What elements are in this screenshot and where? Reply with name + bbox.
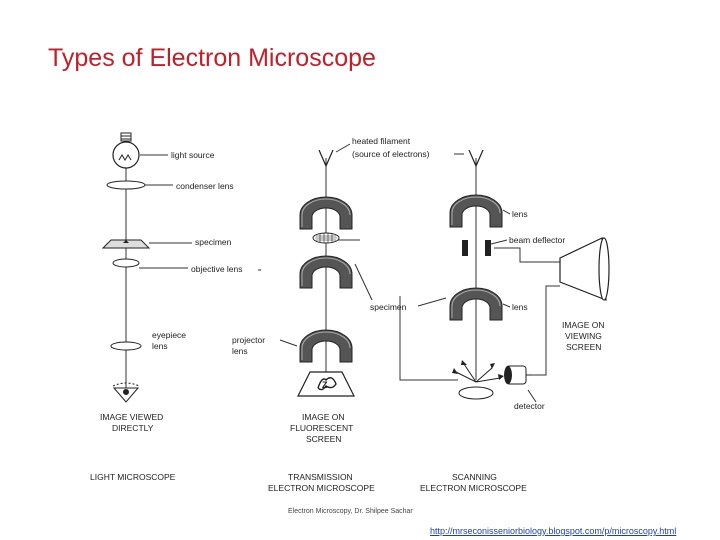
- sem-filament-icon: [468, 149, 484, 168]
- deflector-plate-right: [485, 240, 491, 256]
- light-specimen-label: specimen: [195, 237, 232, 247]
- viewing-screen-crt-icon: [559, 237, 610, 301]
- tem-filament-icon: [318, 149, 334, 168]
- deflector-wire: [494, 247, 560, 263]
- viewing-screen-label-line2: VIEWING: [565, 331, 602, 341]
- objective-lens-label: objective lens: [191, 264, 243, 274]
- eyepiece-lens: [110, 341, 142, 351]
- eyepiece-label-line1: eyepiece: [152, 330, 186, 340]
- specimen-shared-label: specimen: [370, 302, 407, 312]
- electron-source-label: (source of electrons): [352, 149, 430, 159]
- objective-lens: [112, 258, 140, 268]
- transmission-microscope: projector lens Z IMAGE ON FLUORESCENT SC…: [232, 149, 375, 493]
- slide-title: Types of Electron Microscope: [48, 44, 376, 72]
- detector-signal-wire: [532, 285, 560, 376]
- eyepiece-label-line2: lens: [152, 341, 168, 351]
- deflector-plate-left: [462, 240, 468, 256]
- projector-label-line1: projector: [232, 335, 265, 345]
- image-viewed-label-line1: IMAGE VIEWED: [100, 412, 163, 422]
- light-microscope-caption: LIGHT MICROSCOPE: [90, 472, 176, 482]
- light-bulb-icon: [112, 132, 140, 169]
- tem-caption-line2: ELECTRON MICROSCOPE: [268, 483, 375, 493]
- eye-icon: [112, 382, 140, 403]
- sem-lens-bottom-label: lens: [512, 302, 528, 312]
- tem-image-label-line3: SCREEN: [306, 434, 341, 444]
- tem-image-label-line1: IMAGE ON: [302, 412, 345, 422]
- specimen-link-line: [399, 296, 458, 381]
- tem-specimen-mesh-icon: [312, 232, 340, 244]
- sem-specimen-icon: [452, 360, 504, 400]
- sem-caption-line2: ELECTRON MICROSCOPE: [420, 483, 527, 493]
- tem-caption-line1: TRANSMISSION: [288, 472, 353, 482]
- scanning-microscope: lens beam deflector lens detector: [399, 149, 610, 493]
- fluorescent-screen: Z: [297, 371, 355, 397]
- viewing-screen-label-line1: IMAGE ON: [562, 320, 605, 330]
- detector-label: detector: [514, 401, 545, 411]
- beam-deflector-label: beam deflector: [509, 235, 565, 245]
- specimen-stage: [101, 239, 151, 249]
- tem-image-label-line2: FLUORESCENT: [290, 423, 353, 433]
- viewing-screen-label-line3: SCREEN: [566, 342, 601, 352]
- sem-lens-top-label: lens: [512, 209, 528, 219]
- projector-label-line2: lens: [232, 346, 248, 356]
- sem-caption-line1: SCANNING: [452, 472, 497, 482]
- condenser-lens-label: condenser lens: [176, 181, 234, 191]
- detector-icon: [504, 365, 532, 385]
- svg-text:Z: Z: [322, 380, 328, 390]
- light-microscope: light source condenser lens specimen obj…: [90, 132, 261, 482]
- light-source-label: light source: [171, 150, 215, 160]
- footer-credit: Electron Microscopy, Dr. Shilpee Sachar: [288, 508, 413, 515]
- source-link[interactable]: http://mrseconisseniorbiology.blogspot.c…: [430, 526, 677, 536]
- image-viewed-label-line2: DIRECTLY: [112, 423, 154, 433]
- heated-filament-label: heated filament: [352, 136, 411, 146]
- condenser-lens: [106, 180, 146, 190]
